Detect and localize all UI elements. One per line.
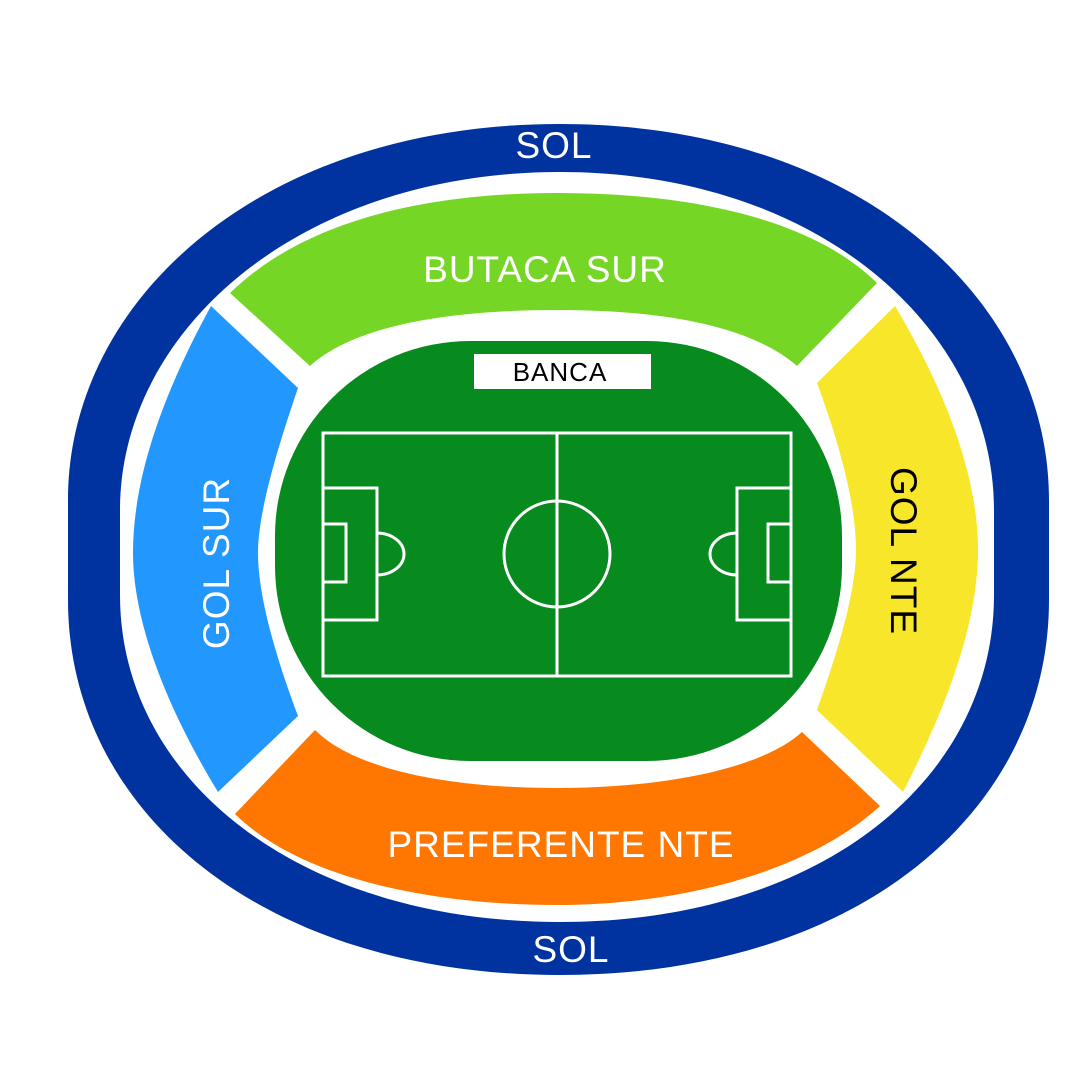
gol-nte-label: GOL NTE: [883, 467, 924, 635]
preferente-nte-label: PREFERENTE NTE: [387, 824, 734, 865]
sol-bottom-label: SOL: [532, 929, 609, 970]
section-butaca-sur[interactable]: [230, 193, 877, 366]
sol-top-label: SOL: [515, 125, 592, 166]
section-gol-sur[interactable]: [133, 306, 298, 792]
banca-box[interactable]: [474, 354, 651, 389]
section-gol-nte[interactable]: [817, 306, 978, 792]
section-preferente-nte[interactable]: [235, 730, 880, 905]
butaca-sur-label: BUTACA SUR: [423, 249, 667, 290]
center-circle: [502, 499, 612, 609]
left-penalty-arc: [376, 531, 406, 577]
pitch-markings: [321, 431, 793, 678]
gol-sur-label: GOL SUR: [196, 477, 237, 649]
right-penalty-arc: [708, 531, 738, 577]
left-goal-box: [321, 522, 348, 584]
right-goal-box: [766, 522, 793, 584]
playing-field: BANCA: [275, 341, 842, 761]
banca-label: BANCA: [513, 357, 608, 387]
